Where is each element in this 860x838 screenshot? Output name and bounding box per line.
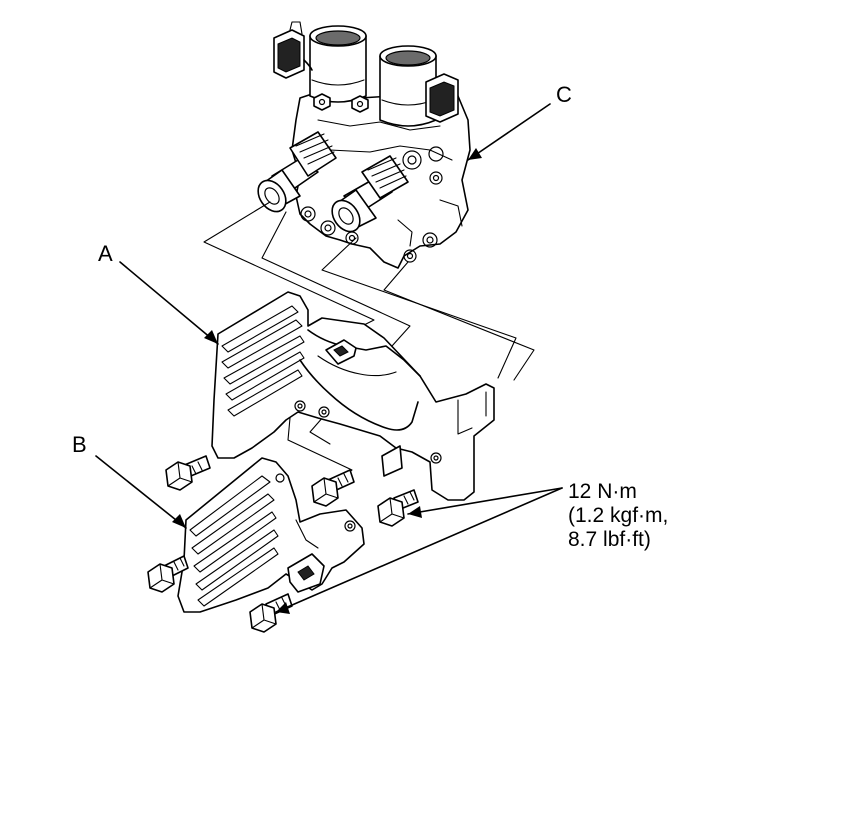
bolt-middle: [311, 469, 355, 507]
callout-c: C: [556, 82, 572, 107]
bracket-a: [211, 291, 495, 501]
leader-arrow-a: [204, 330, 218, 344]
torque-arrow-upper: [408, 506, 422, 518]
bracket-b: [177, 457, 365, 613]
torque-arrow-lower: [276, 602, 290, 614]
leader-lines: [95, 103, 563, 614]
callout-b: B: [72, 432, 87, 457]
bolt-upper-left: [165, 455, 211, 491]
torque-leader-lower: [275, 487, 563, 613]
torque-spec-kgfm: (1.2 kgf·m,: [568, 504, 669, 527]
bolt-right: [377, 489, 419, 527]
callout-a: A: [98, 241, 113, 266]
leader-arrow-b: [172, 514, 186, 528]
solenoid-valve-assembly: [257, 21, 471, 269]
leader-line-b: [95, 455, 187, 529]
torque-leader-upper: [407, 487, 563, 515]
torque-spec: 12 N·m (1.2 kgf·m, 8.7 lbf·ft): [568, 480, 668, 552]
torque-spec-nm: 12 N·m: [568, 480, 637, 503]
leader-arrow-c: [468, 148, 482, 160]
leader-line-c: [467, 103, 551, 161]
leader-line-a: [119, 261, 219, 345]
torque-spec-lbfft: 8.7 lbf·ft): [568, 528, 651, 551]
bolt-lower-left: [147, 555, 189, 593]
